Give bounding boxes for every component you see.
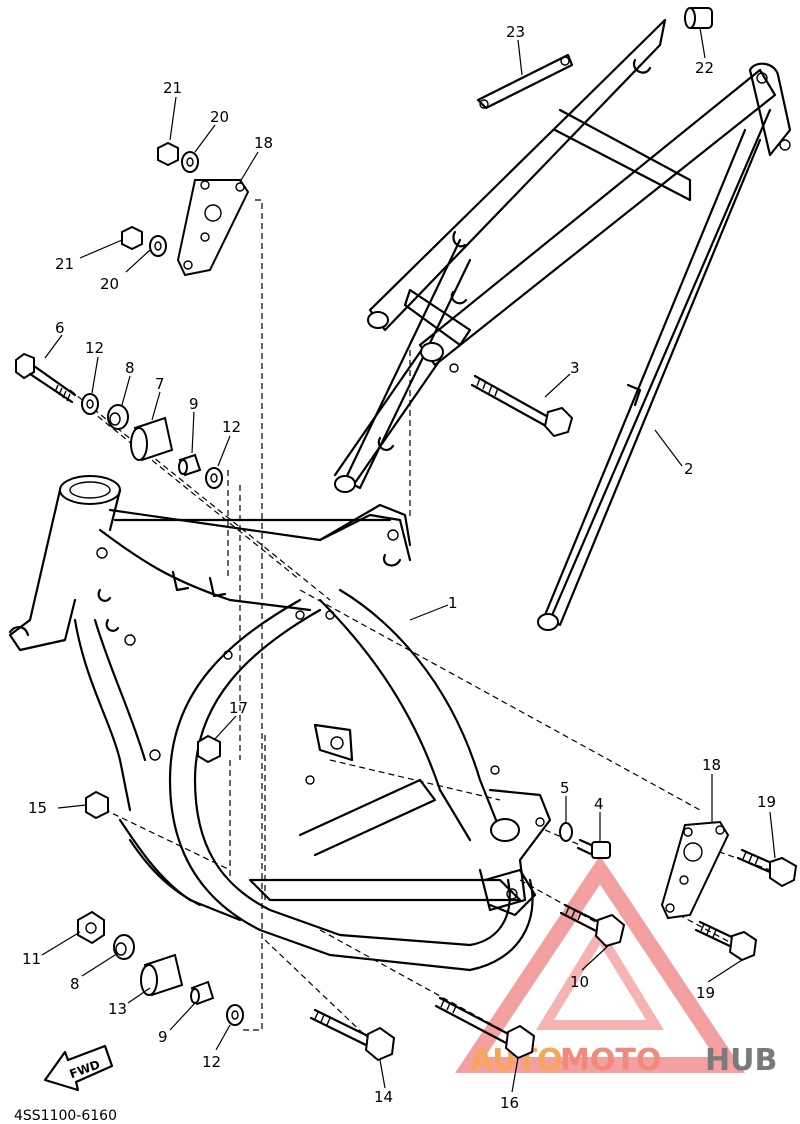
callout-8-lower: 8: [70, 975, 80, 993]
callout-21-lower: 21: [55, 255, 74, 273]
part-20-washer-upper: [181, 151, 199, 173]
watermark: AUTO MOTO HUB: [455, 855, 777, 1078]
callout-10: 10: [570, 973, 589, 991]
callout-23: 23: [506, 23, 525, 41]
callout-20-lower: 20: [100, 275, 119, 293]
part-8-bushing-lower: [113, 934, 135, 960]
fwd-arrow: FWD: [43, 1044, 114, 1092]
callout-2: 2: [684, 460, 694, 478]
callout-9-lower: 9: [158, 1028, 168, 1046]
callout-20-upper: 20: [210, 108, 229, 126]
rear-subframe: [333, 7, 792, 631]
part-17-nut: [197, 734, 221, 764]
diagram-code: 4SS1100-6160: [14, 1108, 117, 1124]
part-11-nut: [77, 910, 105, 945]
callout-11: 11: [22, 950, 41, 968]
callout-12-lower: 12: [202, 1053, 221, 1071]
watermark-text-hub: HUB: [705, 1043, 777, 1078]
part-20-washer-lower: [149, 235, 167, 257]
part-12-washer-c: [226, 1004, 244, 1026]
callout-21-upper: 21: [163, 79, 182, 97]
callout-8-upper: 8: [125, 359, 135, 377]
callouts: 21 20 18 21 20 6 12 8 7 9 12 3 2 1 17 15…: [22, 23, 776, 1112]
part-14-bolt: [364, 1026, 396, 1062]
callout-17: 17: [229, 699, 248, 717]
part-18-bracket-lower: [660, 820, 730, 920]
part-15-nut: [85, 790, 109, 820]
callout-14: 14: [374, 1088, 393, 1106]
part-23-tool: [476, 53, 574, 110]
part-19-bolt-lower: [728, 930, 758, 962]
part-12-washer-a: [81, 393, 99, 415]
part-3-bolt: [543, 406, 574, 438]
callout-1: 1: [448, 594, 458, 612]
callout-22: 22: [695, 59, 714, 77]
callout-7: 7: [155, 375, 165, 393]
part-18-bracket-upper: [176, 179, 250, 277]
part-19-bolt-upper: [769, 856, 798, 888]
leader-lines: [41, 27, 776, 1093]
part-21-nut-lower: [121, 225, 143, 251]
callout-19-upper: 19: [757, 793, 776, 811]
fwd-arrow-icon: [43, 1044, 114, 1092]
callout-15: 15: [28, 799, 47, 817]
part-8-bushing-upper: [107, 404, 129, 430]
part-12-washer-b: [205, 467, 223, 489]
callout-13: 13: [108, 1000, 127, 1018]
callout-18-lower: 18: [702, 756, 721, 774]
watermark-text-moto: MOTO: [560, 1043, 661, 1078]
part-5-washer: [559, 822, 573, 842]
callout-6: 6: [55, 319, 65, 337]
part-16-bolt: [504, 1024, 536, 1060]
callout-9-upper: 9: [189, 395, 199, 413]
main-frame: [8, 475, 552, 972]
callout-12-middle: 12: [222, 418, 241, 436]
part-21-nut-upper: [157, 141, 179, 167]
callout-5: 5: [560, 779, 570, 797]
part-6-bolt: [15, 352, 35, 380]
part-10-bolt: [594, 913, 626, 948]
part-4-bolt: [591, 841, 611, 859]
callout-4: 4: [594, 795, 604, 813]
watermark-inner-triangle: [536, 925, 664, 1030]
watermark-triangle: [455, 855, 745, 1073]
callout-19-lower: 19: [696, 984, 715, 1002]
callout-3: 3: [570, 359, 580, 377]
hardware-parts: [15, 141, 798, 1062]
callout-12-upper: 12: [85, 339, 104, 357]
callout-16: 16: [500, 1094, 519, 1112]
callout-18-upper: 18: [254, 134, 273, 152]
